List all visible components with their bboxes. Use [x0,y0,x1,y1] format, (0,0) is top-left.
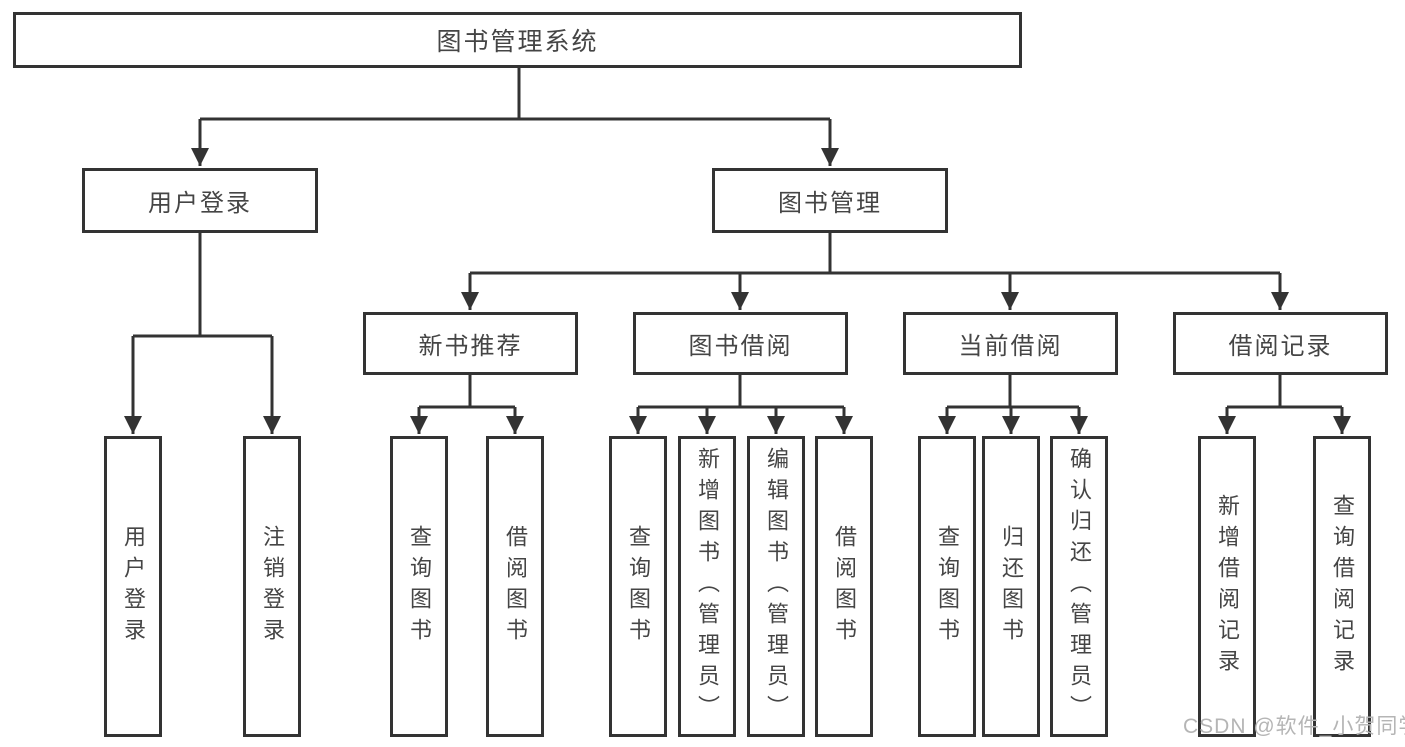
leaf-confirm-return-admin: 确认归还（管理员） [1050,436,1108,737]
leaf-query-books-3: 查询图书 [918,436,976,737]
node-book-management-label: 图书管理 [778,190,882,217]
node-borrowing-record: 借阅记录 [1173,312,1388,375]
leaf-logout-login: 注销登录 [243,436,301,737]
leaf-query-books-2: 查询图书 [609,436,667,737]
leaf-return-book: 归还图书 [982,436,1040,737]
node-root-library-system: 图书管理系统 [13,12,1022,68]
leaf-add-borrow-record: 新增借阅记录 [1198,436,1256,737]
leaf-user-login: 用户登录 [104,436,162,737]
node-user-login: 用户登录 [82,168,318,233]
csdn-watermark: CSDN @软件_小贺同学 [1183,715,1405,738]
leaf-add-book-admin: 新增图书（管理员） [678,436,736,737]
node-user-login-label: 用户登录 [148,190,252,217]
leaf-query-borrow-record: 查询借阅记录 [1313,436,1371,737]
node-book-borrowing: 图书借阅 [633,312,848,375]
node-current-borrowing: 当前借阅 [903,312,1118,375]
leaf-borrow-books-1: 借阅图书 [486,436,544,737]
node-new-book-recommend: 新书推荐 [363,312,578,375]
leaf-edit-book-admin: 编辑图书（管理员） [747,436,805,737]
leaf-borrow-books-2: 借阅图书 [815,436,873,737]
node-root-label: 图书管理系统 [436,28,599,56]
leaf-query-books-1: 查询图书 [390,436,448,737]
node-book-management: 图书管理 [712,168,948,233]
